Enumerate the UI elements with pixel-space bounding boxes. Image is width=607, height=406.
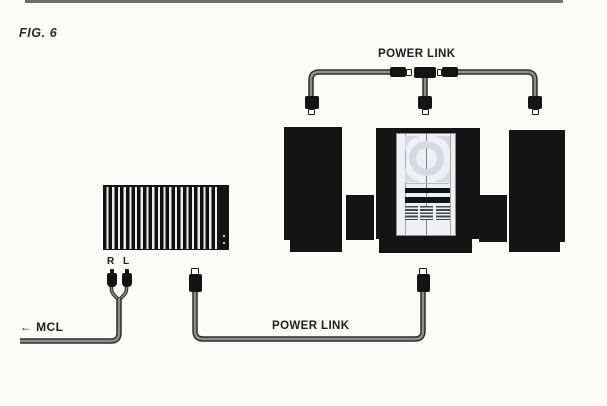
power-link-top-label: POWER LINK [378, 48, 456, 60]
power-link-plug-down-right [528, 96, 542, 109]
right-inner-cabinet [478, 195, 507, 242]
power-link-plug-top-right-tip [436, 68, 442, 76]
cable-top-right [458, 69, 538, 98]
power-link-plug-bottom-left [188, 274, 202, 292]
rca-plug-r-tip [109, 269, 114, 274]
display-bar-lower [404, 196, 450, 203]
panel-left-rail [404, 134, 406, 235]
grille-column-left [405, 205, 418, 220]
panel-right-rail [449, 134, 451, 235]
power-link-plug-top-left [390, 67, 406, 77]
cable-top-right-core [458, 70, 537, 98]
power-link-plug-down-center-tip [421, 108, 429, 115]
power-link-plug-down-right-tip [531, 108, 539, 115]
power-link-bottom-label: POWER LINK [272, 320, 350, 332]
display-bar-upper [404, 188, 450, 193]
center-unit-front-panel [396, 133, 456, 236]
power-link-plug-bottom-right [416, 274, 430, 292]
indicator-dot-2 [223, 242, 225, 244]
cable-rl-branches [109, 285, 129, 302]
cd-area-divider-line [405, 182, 449, 184]
power-link-plug-down-left-tip [308, 108, 315, 115]
cd-bracket-bottom-right [435, 167, 450, 182]
left-inner-cabinet [345, 195, 374, 240]
scan-artifact-line [25, 0, 563, 3]
cable-power-link-bottom-core [193, 291, 425, 341]
left-speaker-base [289, 240, 342, 252]
power-link-plug-top-right [442, 67, 458, 77]
indicator-dot-1 [223, 235, 225, 237]
right-speaker [509, 129, 565, 242]
power-link-plug-down-center [418, 96, 432, 109]
cable-rl-branches-core [110, 285, 128, 301]
cable-mcl-core [20, 298, 121, 343]
grille-column-center [420, 205, 433, 220]
cable-top-left [308, 69, 392, 98]
mcl-label: ← MCL [20, 320, 64, 334]
r-channel-label: R [107, 256, 115, 267]
l-channel-label: L [123, 256, 130, 267]
rca-plug-r [106, 273, 117, 287]
cable-top-left-core [309, 70, 392, 98]
power-link-t-connector [414, 66, 436, 78]
right-speaker-base [509, 241, 560, 252]
grille-column-right [435, 205, 450, 220]
link-converter-grille-stripes [103, 186, 217, 249]
rca-plug-l-tip [124, 269, 129, 274]
panel-center-split-line [426, 134, 428, 235]
power-link-plug-top-left-tip [406, 68, 412, 76]
cd-ring-icon [409, 140, 444, 176]
link-converter-box [103, 185, 229, 250]
left-speaker [284, 127, 342, 240]
power-link-plug-down-left [304, 96, 319, 109]
figure-label: FIG. 6 [19, 26, 58, 40]
rca-plug-l [121, 273, 132, 287]
center-unit-base [378, 239, 472, 253]
